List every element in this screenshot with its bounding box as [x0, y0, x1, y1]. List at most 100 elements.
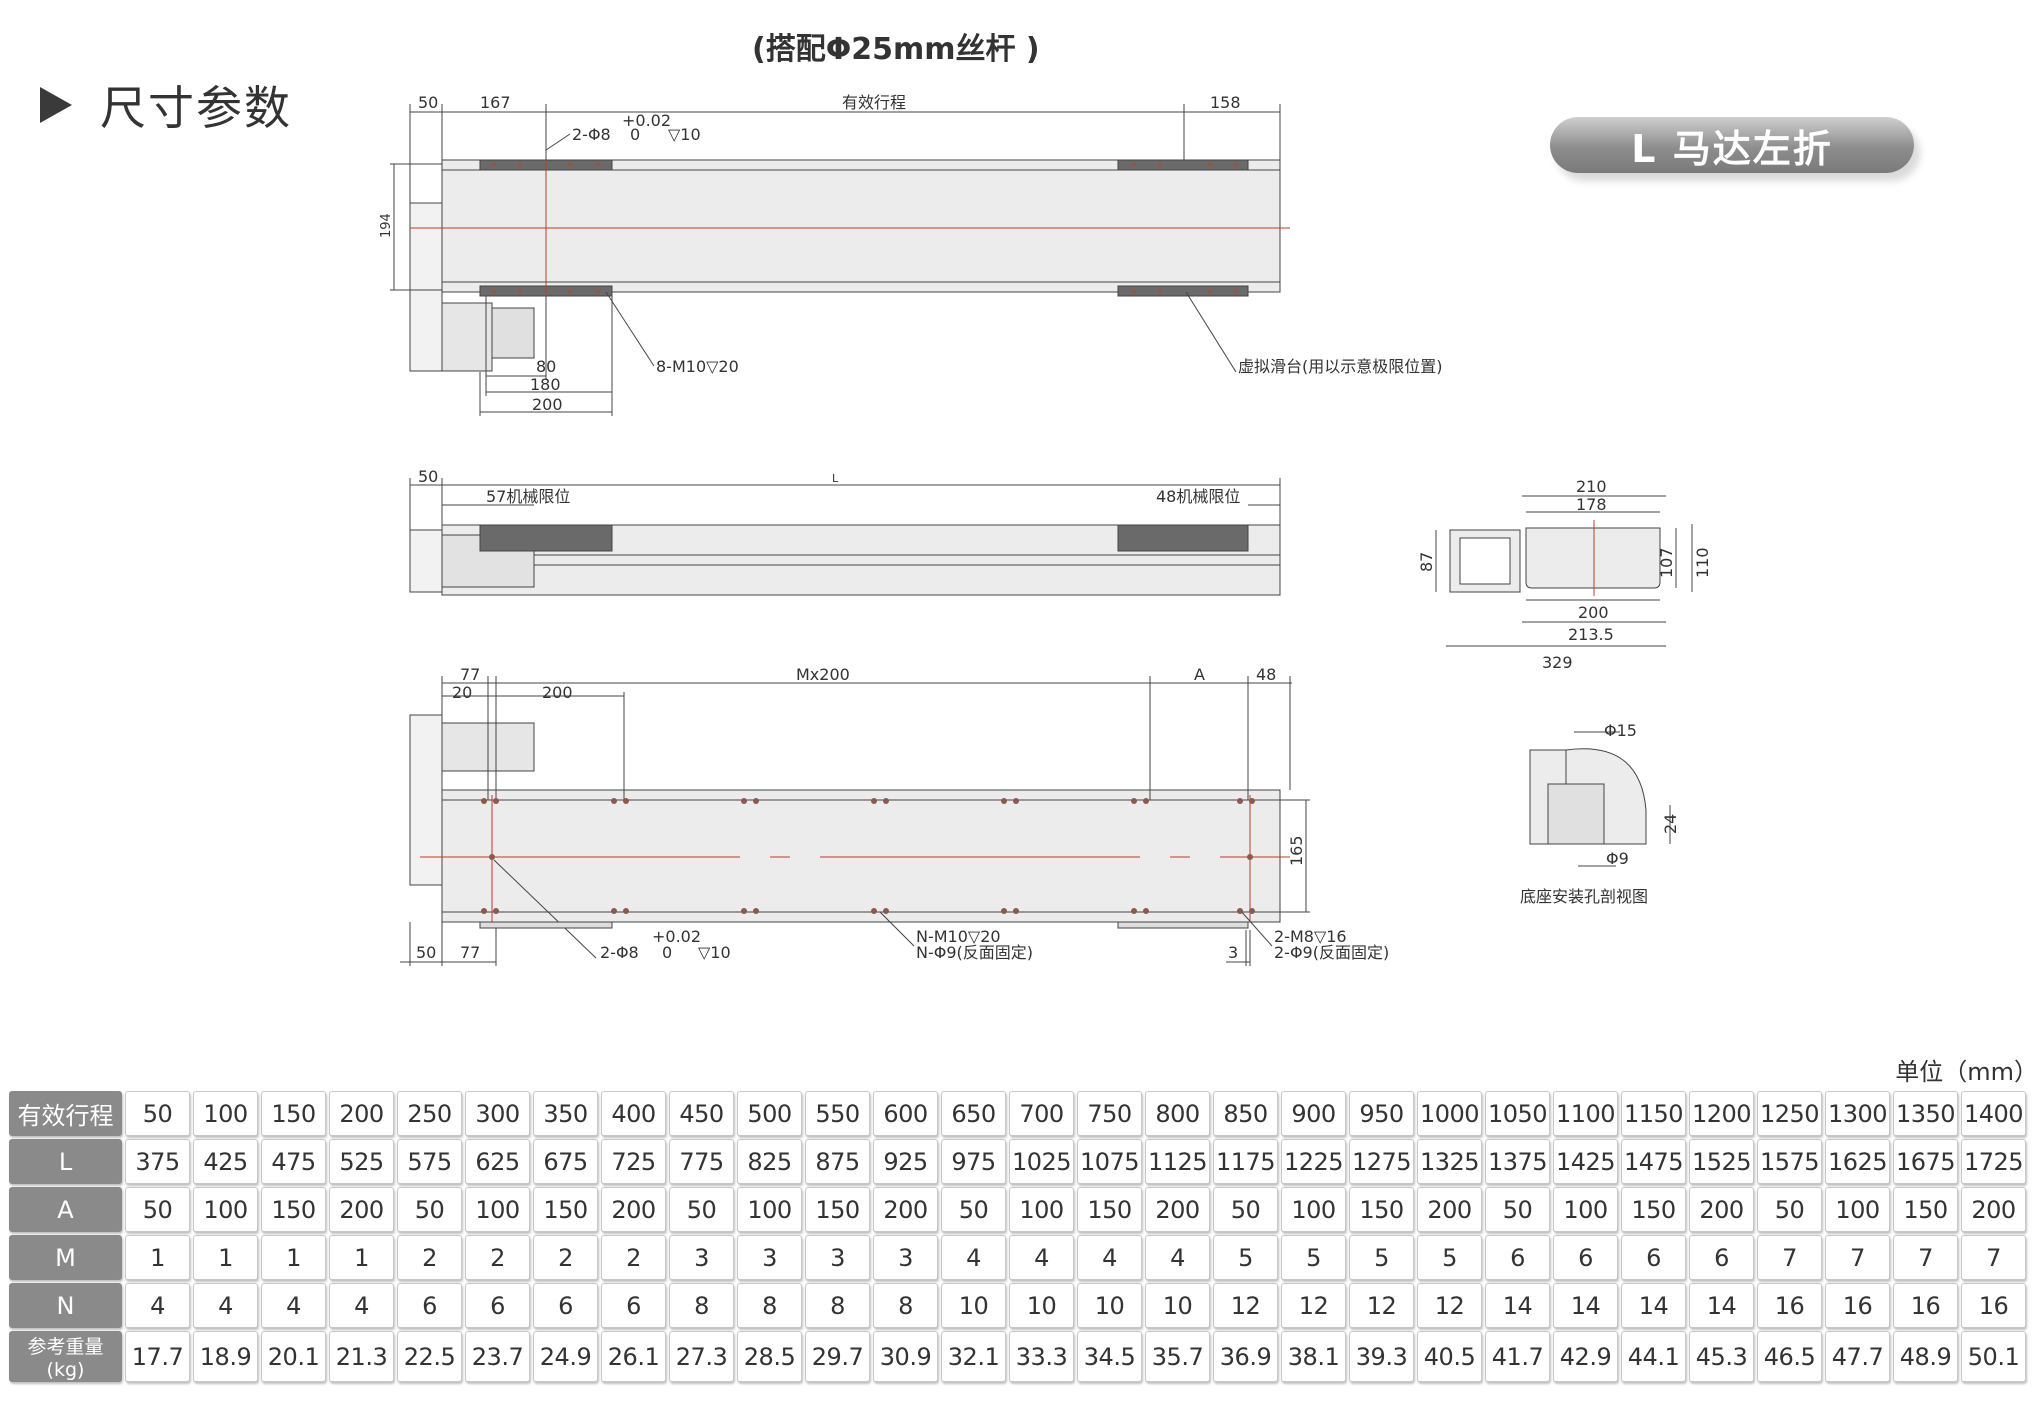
end-view [1435, 495, 1693, 647]
table-cell: 400 [601, 1091, 666, 1136]
dim-3: 3 [1228, 943, 1238, 962]
dim-167: 167 [480, 93, 511, 112]
dim-height: 194 [379, 213, 394, 238]
table-cell: 925 [873, 1139, 938, 1184]
table-cell: 200 [1417, 1187, 1482, 1232]
table-cell: 5 [1417, 1235, 1482, 1280]
table-cell: 3 [805, 1235, 870, 1280]
table-cell: 6 [1553, 1235, 1618, 1280]
table-cell: 16 [1893, 1283, 1958, 1328]
section-view-labels: Φ15 24 Φ9 底座安装孔剖视图 [1520, 721, 1680, 906]
table-cell: 39.3 [1349, 1331, 1414, 1382]
table-cell: 23.7 [465, 1331, 530, 1382]
table-cell: 200 [873, 1187, 938, 1232]
table-cell: 700 [1009, 1091, 1074, 1136]
table-cell: 4 [941, 1235, 1006, 1280]
table-cell: 150 [261, 1091, 326, 1136]
table-cell: 250 [397, 1091, 462, 1136]
table-cell: 150 [1893, 1187, 1958, 1232]
table-cell: 750 [1077, 1091, 1142, 1136]
table-cell: 100 [1553, 1187, 1618, 1232]
row-header: A [9, 1187, 122, 1232]
table-cell: 150 [1077, 1187, 1142, 1232]
table-cell: 27.3 [669, 1331, 734, 1382]
table-cell: 8 [805, 1283, 870, 1328]
table-cell: 8 [669, 1283, 734, 1328]
arrow-right-icon [40, 87, 72, 123]
drawing-subtitle: (搭配Φ25mm丝杆 ) [752, 32, 1040, 67]
table-cell: 150 [1621, 1187, 1686, 1232]
row-header: M [9, 1235, 122, 1280]
motor-coupler [491, 307, 535, 359]
dim-b-tol-zero: 0 [662, 943, 672, 962]
table-cell: 3 [737, 1235, 802, 1280]
dim-b-pin-depth: ▽10 [698, 943, 731, 962]
table-cell: 17.7 [125, 1331, 190, 1382]
table-cell: 100 [193, 1187, 258, 1232]
table-cell: 500 [737, 1091, 802, 1136]
bottom-view [400, 676, 1310, 966]
table-cell: 50 [1757, 1187, 1822, 1232]
table-cell: 1225 [1281, 1139, 1346, 1184]
table-cell: 1300 [1825, 1091, 1890, 1136]
table-cell: 200 [329, 1187, 394, 1232]
table-cell: 38.1 [1281, 1331, 1346, 1382]
table-cell: 300 [465, 1091, 530, 1136]
table-cell: 425 [193, 1139, 258, 1184]
table-cell: 50 [1485, 1187, 1550, 1232]
table-cell: 1 [193, 1235, 258, 1280]
table-cell: 1100 [1553, 1091, 1618, 1136]
table-cell: 1025 [1009, 1139, 1074, 1184]
table-cell: 875 [805, 1139, 870, 1184]
table-cell: 650 [941, 1091, 1006, 1136]
dim-m8: 2-M8▽16 [1274, 927, 1347, 946]
dim-nphi9: N-Φ9(反面固定) [916, 943, 1033, 962]
table-cell: 4 [1077, 1235, 1142, 1280]
table-cell: 1400 [1961, 1091, 2026, 1136]
end-rail-section [1525, 527, 1661, 589]
table-cell: 200 [601, 1187, 666, 1232]
top-view-holes [491, 162, 1239, 294]
table-cell: 1050 [1485, 1091, 1550, 1136]
dim-limit57: 57机械限位 [486, 487, 570, 506]
table-cell: 100 [1281, 1187, 1346, 1232]
table-cell: 1200 [1689, 1091, 1754, 1136]
table-cell: 625 [465, 1139, 530, 1184]
dim-180: 180 [530, 375, 561, 394]
table-cell: 7 [1893, 1235, 1958, 1280]
dim-50b: 50 [416, 943, 436, 962]
table-cell: 575 [397, 1139, 462, 1184]
table-cell: 1575 [1757, 1139, 1822, 1184]
table-cell: 1 [125, 1235, 190, 1280]
table-cell: 200 [1145, 1187, 1210, 1232]
table-cell: 12 [1281, 1283, 1346, 1328]
table-cell: 1 [261, 1235, 326, 1280]
table-cell: 900 [1281, 1091, 1346, 1136]
table-cell: 50 [1213, 1187, 1278, 1232]
table-cell: 100 [193, 1091, 258, 1136]
table-cell: 475 [261, 1139, 326, 1184]
table-cell: 10 [1009, 1283, 1074, 1328]
table-cell: 4 [329, 1283, 394, 1328]
dim-213: 213.5 [1568, 625, 1614, 644]
table-cell: 675 [533, 1139, 598, 1184]
dim-nm10: N-M10▽20 [916, 927, 1001, 946]
table-cell: 1125 [1145, 1139, 1210, 1184]
table-cell: 725 [601, 1139, 666, 1184]
dim-sec-phi9: Φ9 [1606, 849, 1629, 868]
table-cell: 100 [737, 1187, 802, 1232]
table-cell: 50 [125, 1187, 190, 1232]
section-caption: 底座安装孔剖视图 [1520, 887, 1648, 906]
virtual-slide-bottom [1117, 285, 1249, 297]
table-cell: 6 [533, 1283, 598, 1328]
table-cell: 4 [1145, 1235, 1210, 1280]
table-cell: 14 [1621, 1283, 1686, 1328]
table-cell: 825 [737, 1139, 802, 1184]
dim-b-pin: 2-Φ8 [600, 943, 639, 962]
table-cell: 24.9 [533, 1331, 598, 1382]
table-cell: 1175 [1213, 1139, 1278, 1184]
